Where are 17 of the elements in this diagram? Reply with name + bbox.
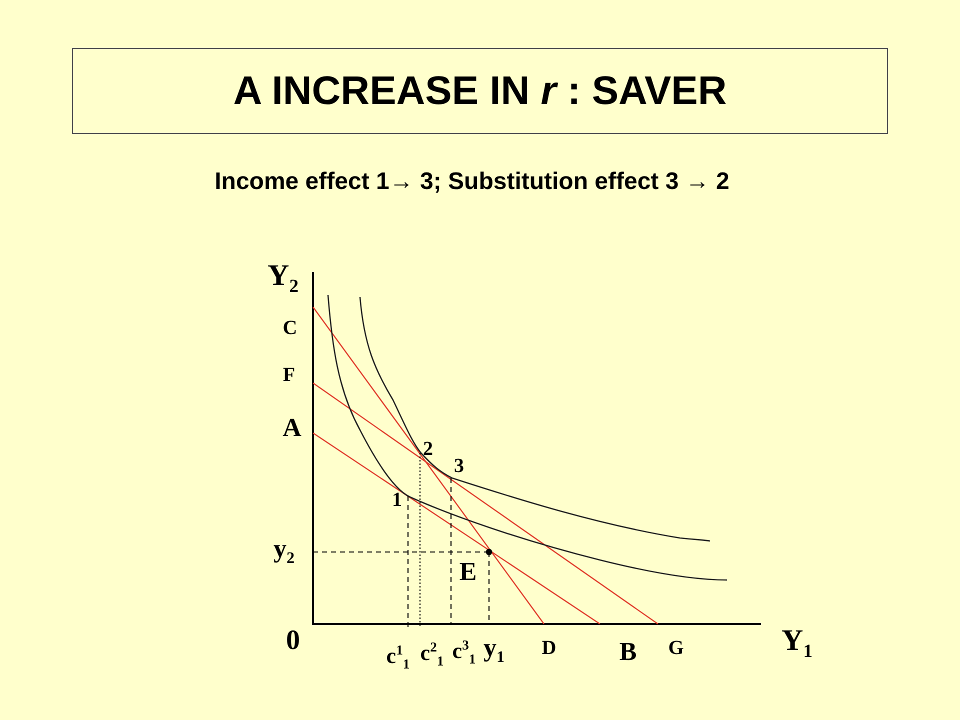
value-label: y$_{2}$ bbox=[273, 536, 295, 562]
point-label: 1 bbox=[392, 490, 402, 510]
origin-label: 0 bbox=[286, 627, 300, 655]
point-label: 2 bbox=[423, 439, 433, 459]
value-label: y$_{1}$ bbox=[483, 635, 505, 661]
intercept-label: A bbox=[282, 415, 302, 441]
point-label: E bbox=[459, 559, 477, 585]
subtitle: Income effect 1→ 3; Substitution effect 3 → 2 bbox=[214, 170, 730, 194]
intercept-label: C bbox=[282, 318, 298, 338]
point-label: 3 bbox=[454, 456, 464, 476]
intercept-label: B bbox=[619, 639, 637, 665]
axis-label: Y$_{2}$ bbox=[268, 261, 298, 291]
intercept-label: G bbox=[668, 638, 684, 658]
axis-label: Y$_{1}$ bbox=[782, 626, 812, 656]
intercept-label: F bbox=[282, 365, 296, 385]
title: A INCREASE IN r : SAVER bbox=[233, 71, 727, 111]
intercept-label: D bbox=[542, 638, 556, 658]
